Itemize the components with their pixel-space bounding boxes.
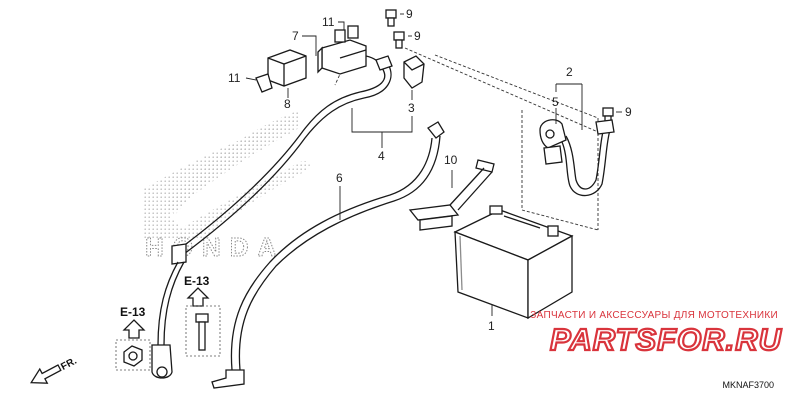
callout-2[interactable]: 2 <box>566 65 573 79</box>
direction-label: FR. <box>59 356 79 373</box>
callout-3[interactable]: 3 <box>408 101 415 115</box>
bolt-part-9-top[interactable] <box>385 9 397 27</box>
up-arrow-icon <box>122 319 146 339</box>
bolt-icon <box>195 313 209 323</box>
ref-label-e13-right[interactable]: E-13 <box>184 274 210 288</box>
terminal-cover-part-3[interactable] <box>403 55 425 89</box>
watermark-tagline: ЗАПЧАСТИ И АКСЕССУАРЫ ДЛЯ МОТОТЕХНИКИ <box>530 310 778 321</box>
starter-relay-part-7[interactable] <box>317 25 383 75</box>
leader-lines <box>245 13 622 316</box>
starter-cable-part-4[interactable] <box>151 55 393 379</box>
callout-5[interactable]: 5 <box>552 95 559 109</box>
callout-6[interactable]: 6 <box>336 171 343 185</box>
battery-part-1[interactable] <box>453 205 574 320</box>
honda-wordmark: HONDA <box>145 232 285 262</box>
clip-part-11-left[interactable] <box>255 73 273 93</box>
front-direction-indicator: FR. <box>30 356 79 384</box>
callout-11-left[interactable]: 11 <box>228 71 241 85</box>
callout-7[interactable]: 7 <box>292 29 299 43</box>
callout-9-middle[interactable]: 9 <box>414 29 421 43</box>
battery-cable-part-2[interactable] <box>539 119 615 197</box>
callout-9-top[interactable]: 9 <box>406 7 413 21</box>
ref-group-right: E-13 <box>184 274 221 357</box>
callout-1[interactable]: 1 <box>488 319 495 333</box>
negative-cable-part-6[interactable] <box>211 121 445 389</box>
ref-label-e13-left[interactable]: E-13 <box>120 305 146 319</box>
callout-4[interactable]: 4 <box>378 149 385 163</box>
relay-cover-part-8[interactable] <box>267 49 307 87</box>
honda-wing-emblem <box>142 110 310 238</box>
callout-numbers: 1 2 3 4 5 6 7 8 9 9 9 10 11 11 <box>228 7 632 333</box>
up-arrow-icon <box>186 287 210 307</box>
direction-arrow-icon <box>30 364 62 384</box>
watermark: ЗАПЧАСТИ И АКСЕССУАРЫ ДЛЯ МОТОТЕХНИКИ PA… <box>530 310 783 358</box>
battery-band-part-10[interactable] <box>408 159 495 231</box>
callout-11-top[interactable]: 11 <box>322 15 335 29</box>
callout-9-right[interactable]: 9 <box>625 105 632 119</box>
ref-group-left: E-13 <box>115 305 151 371</box>
figure-code: MKNAF3700 <box>722 380 774 390</box>
callout-8[interactable]: 8 <box>284 97 291 111</box>
watermark-logo: PARTSFOR.RU <box>550 322 783 357</box>
bolt-part-9-middle[interactable] <box>393 31 405 49</box>
callout-10[interactable]: 10 <box>444 153 458 167</box>
